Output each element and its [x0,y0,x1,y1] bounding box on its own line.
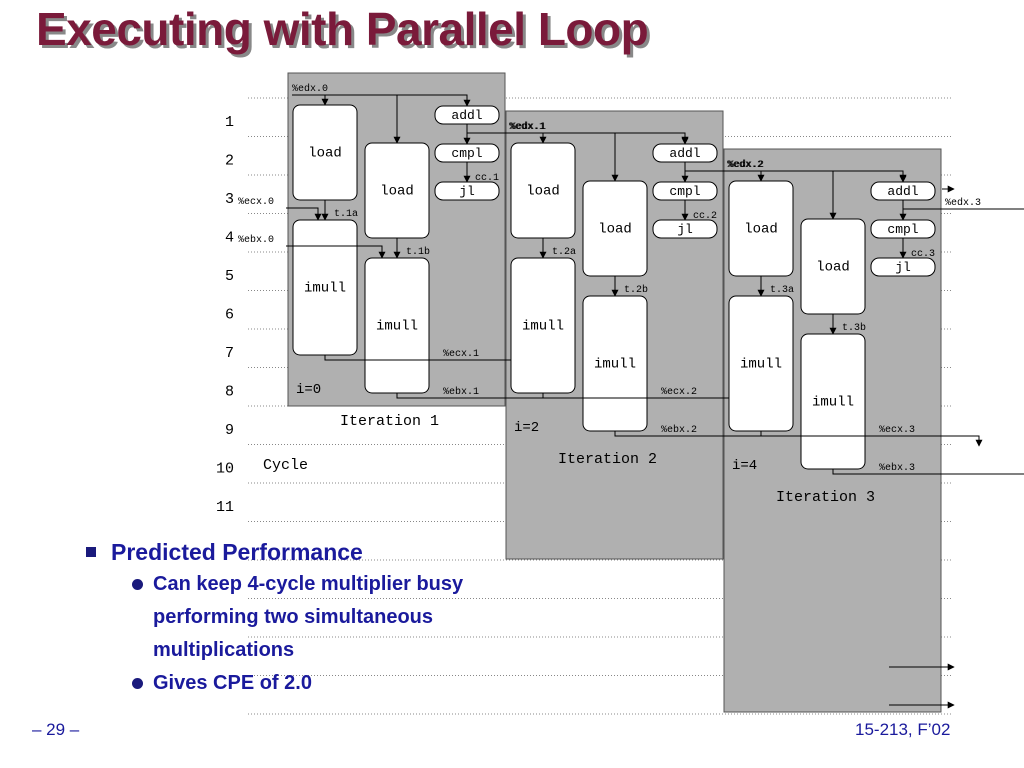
bullet-sub-text: Can keep 4-cycle multiplier busy perform… [153,573,464,661]
op-label-cmpl: cmpl [887,222,918,237]
cycle-number: 11 [216,499,234,516]
dataflow-arrow [903,208,1024,210]
op-label-load: load [526,184,560,200]
dataflow-arrow [286,207,322,221]
cycle-number: 6 [225,307,234,324]
cycle-number: 10 [216,461,234,478]
register-label: %ebx.2 [661,424,697,436]
cycle-number: 5 [225,268,234,285]
round-bullet-icon [132,678,143,689]
op-label-jl: jl [459,184,475,199]
dataflow-arrow [510,132,689,145]
bullet-sub-2: Gives CPE of 2.0 [132,667,506,700]
register-label: t.2a [552,247,576,258]
register-label: %ecx.2 [661,387,697,398]
slide-title: Executing with Parallel Loop [36,3,649,55]
round-bullet-icon [132,579,143,590]
op-label-jl: jl [895,260,911,275]
op-label-imull: imull [812,395,854,411]
cycle-number: 2 [225,153,234,170]
bullet-list: Predicted Performance Can keep 4-cycle m… [86,536,506,700]
op-label-jl: jl [677,222,693,237]
register-label: %ecx.1 [443,349,479,360]
iteration-caption: Iteration 3 [776,489,875,506]
register-label: t.1a [334,209,358,220]
op-label-load: load [598,222,632,238]
register-label: %edx.3 [945,197,981,209]
op-label-imull: imull [740,357,782,373]
dataflow-arrow [832,469,1024,475]
register-label: t.1b [406,246,430,258]
register-label: %edx.1 [509,121,545,133]
op-label-load: load [308,146,342,162]
cycle-axis-label: Cycle [263,457,308,474]
op-label-cmpl: cmpl [451,146,482,161]
op-label-imull: imull [376,319,418,335]
dataflow-arrow [760,431,983,447]
register-label: %edx.1 [510,121,546,133]
cycle-number: 1 [225,114,234,131]
dataflow-arrow [292,94,471,107]
iteration-caption: Iteration 1 [340,413,439,430]
register-label: %ebx.0 [238,234,274,246]
register-label: %edx.2 [727,159,763,171]
op-label-cmpl: cmpl [669,184,700,199]
cycle-number: 8 [225,384,234,401]
register-label: cc.3 [911,249,935,260]
iteration-caption: Iteration 2 [558,451,657,468]
footer-course: 15-213, F’02 [855,720,951,739]
cycle-number: 3 [225,191,234,208]
op-label-addl: addl [451,108,482,123]
cycle-number: 7 [225,345,234,362]
bullet-main: Predicted Performance [86,536,506,568]
register-label: %ecx.3 [879,425,915,436]
footer-page-number: – 29 – [32,720,80,739]
op-label-load: load [744,222,778,238]
dataflow-arrow [728,170,907,183]
op-label-imull: imull [304,281,346,297]
op-label-addl: addl [669,146,700,161]
op-label-load: load [816,260,850,276]
iteration-index-label: i=4 [732,458,757,474]
bullet-sub-text: Gives CPE of 2.0 [153,672,312,694]
op-label-imull: imull [522,319,564,335]
register-label: t.3a [770,285,794,296]
iteration-index-label: i=0 [296,382,321,398]
bullet-sub-1: Can keep 4-cycle multiplier busy perform… [132,568,506,667]
iteration-index-label: i=2 [514,420,539,436]
register-label: %ebx.1 [443,386,479,398]
register-label: %ebx.3 [879,462,915,474]
register-label: t.3b [842,322,866,334]
register-label: %ecx.0 [238,197,274,208]
register-label: %edx.2 [728,159,764,171]
dataflow-arrow [286,245,386,259]
cycle-number: 4 [225,230,234,247]
cycle-number: 9 [225,422,234,439]
register-label: cc.2 [693,211,717,222]
op-label-load: load [380,184,414,200]
register-label: cc.1 [475,173,499,184]
bullet-main-text: Predicted Performance [111,539,363,565]
register-label: t.2b [624,284,648,296]
register-label: %edx.0 [292,83,328,95]
op-label-imull: imull [594,357,636,373]
square-bullet-icon [86,547,96,557]
op-label-addl: addl [887,184,918,199]
